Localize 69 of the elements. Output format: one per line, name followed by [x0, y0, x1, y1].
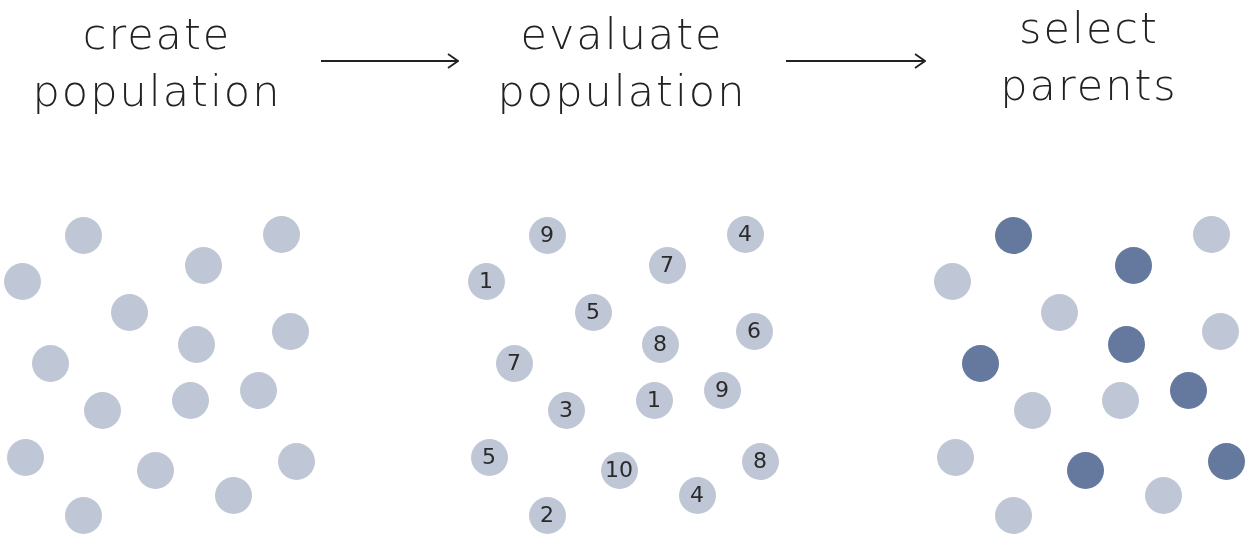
individual-circle	[177, 325, 215, 363]
selected-individual-circle	[961, 344, 999, 382]
step-title: create population	[7, 6, 307, 120]
fitness-score: 6	[747, 320, 761, 342]
fitness-circle	[703, 371, 741, 409]
fitness-score: 3	[559, 399, 573, 421]
individual-circle	[933, 262, 971, 300]
fitness-score: 9	[715, 379, 729, 401]
individual-circle	[214, 476, 252, 514]
individual-circle	[110, 293, 148, 331]
fitness-score: 1	[479, 270, 493, 292]
selected-individual-circle	[1107, 325, 1145, 363]
fitness-score: 10	[605, 459, 633, 481]
individual-circle	[1192, 215, 1230, 253]
arrow	[785, 53, 926, 69]
individual-circle	[184, 246, 222, 284]
selected-individual-circle	[1207, 442, 1245, 480]
selected-individual-circle	[1066, 451, 1104, 489]
fitness-score: 8	[753, 450, 767, 472]
fitness-circle	[600, 451, 638, 489]
individual-circle	[994, 496, 1032, 534]
fitness-circle	[528, 496, 566, 534]
step-title: evaluate population	[472, 6, 772, 120]
fitness-score: 9	[540, 224, 554, 246]
fitness-score: 7	[507, 352, 521, 374]
individual-circle	[1144, 476, 1182, 514]
fitness-score: 8	[653, 333, 667, 355]
fitness-circle	[528, 216, 566, 254]
fitness-circle	[467, 262, 505, 300]
fitness-circle	[495, 344, 533, 382]
step-title: select parents	[939, 0, 1239, 114]
individual-circle	[64, 216, 102, 254]
individual-circle	[83, 391, 121, 429]
individual-circle	[136, 451, 174, 489]
individual-circle	[6, 438, 44, 476]
fitness-circle	[574, 293, 612, 331]
arrow	[320, 53, 459, 69]
individual-circle	[1013, 391, 1051, 429]
fitness-circle	[678, 476, 716, 514]
individual-circle	[1040, 293, 1078, 331]
fitness-score: 4	[690, 484, 704, 506]
fitness-circle	[735, 312, 773, 350]
fitness-score: 7	[660, 254, 674, 276]
individual-circle	[936, 438, 974, 476]
individual-circle	[1201, 312, 1239, 350]
individual-circle	[171, 381, 209, 419]
individual-circle	[271, 312, 309, 350]
individual-circle	[277, 442, 315, 480]
individual-circle	[31, 344, 69, 382]
fitness-score: 4	[738, 223, 752, 245]
individual-circle	[64, 496, 102, 534]
selected-individual-circle	[994, 216, 1032, 254]
individual-circle	[1101, 381, 1139, 419]
fitness-score: 1	[647, 389, 661, 411]
fitness-circle	[726, 215, 764, 253]
fitness-circle	[635, 381, 673, 419]
individual-circle	[239, 371, 277, 409]
fitness-circle	[547, 391, 585, 429]
fitness-circle	[470, 438, 508, 476]
fitness-circle	[641, 325, 679, 363]
selected-individual-circle	[1169, 371, 1207, 409]
individual-circle	[262, 215, 300, 253]
fitness-score: 5	[586, 301, 600, 323]
individual-circle	[3, 262, 41, 300]
selected-individual-circle	[1114, 246, 1152, 284]
fitness-score: 5	[482, 446, 496, 468]
fitness-circle	[648, 246, 686, 284]
fitness-score: 2	[540, 504, 554, 526]
fitness-circle	[741, 442, 779, 480]
